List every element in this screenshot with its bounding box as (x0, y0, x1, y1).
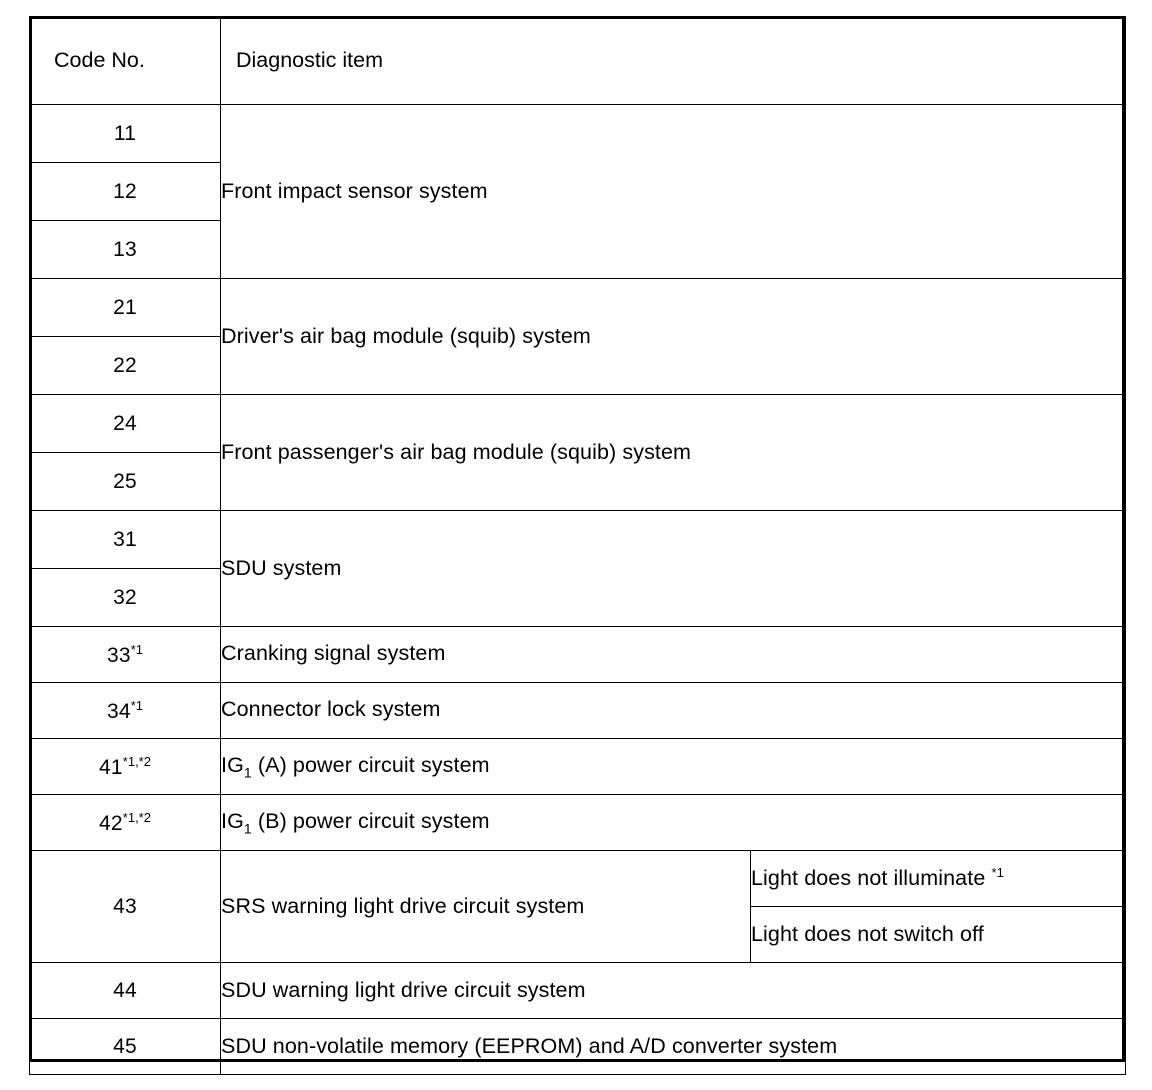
code-cell: 44 (29, 962, 221, 1019)
code-cell: 42*1,*2 (29, 794, 221, 851)
diagnostic-item-cell: SDU system (219, 510, 1127, 627)
table-header-row: Code No. Diagnostic item (29, 16, 1127, 105)
diagnostic-item-cell: IG1 (A) power circuit system (219, 738, 1127, 795)
code-cell: 24 (29, 394, 221, 453)
item-subscript: 1 (243, 820, 252, 837)
table-row: 34*1 Connector lock system (29, 682, 1127, 739)
diagnostic-item-cell: SDU warning light drive circuit system (219, 962, 1127, 1019)
header-code-no: Code No. (29, 16, 221, 105)
code-footnote-marker: *1,*2 (122, 809, 151, 825)
diagnostic-item-cell: Front impact sensor system (219, 104, 1127, 279)
code-footnote-marker: *1 (130, 641, 144, 657)
code-cell: 25 (29, 452, 221, 511)
table-row: 42*1,*2 IG1 (B) power circuit system (29, 794, 1127, 851)
detail-text: Light does not switch off (751, 922, 984, 947)
diagnostic-detail-cell: Light does not illuminate *1 (749, 850, 1127, 907)
code-value: 33 (106, 643, 131, 667)
diagnostic-item-cell: Front passenger's air bag module (squib)… (219, 394, 1127, 511)
table-row: 13 (29, 220, 1126, 279)
code-cell: 21 (29, 278, 221, 337)
table-row: 11 Front impact sensor system (29, 104, 1127, 279)
code-cell: 13 (29, 220, 221, 279)
code-cell: 11 (29, 104, 221, 163)
item-suffix: (A) power circuit system (251, 752, 490, 777)
code-cell: 45 (29, 1018, 221, 1075)
diagnostic-item-cell: SDU non-volatile memory (EEPROM) and A/D… (219, 1018, 1127, 1075)
table-row: 21 Driver's air bag module (squib) syste… (29, 278, 1127, 395)
code-cell: 22 (29, 336, 221, 395)
code-cell: 33*1 (29, 626, 221, 683)
diagnostic-item-cell: Driver's air bag module (squib) system (219, 278, 1127, 395)
item-subscript: 1 (243, 764, 252, 781)
code-cell: 34*1 (29, 682, 221, 739)
item-text: IG (221, 752, 244, 777)
table-row: Light does not switch off (30, 906, 1127, 963)
detail-text: Light does not illuminate (751, 866, 992, 891)
diagnostic-item-cell: Connector lock system (219, 682, 1127, 739)
code-cell: 32 (29, 568, 221, 627)
item-text: Connector lock system (221, 696, 441, 721)
diagnostic-trouble-code-table: Code No. Diagnostic item 11 Front impact… (29, 16, 1127, 1075)
diagnostic-item-cell: Cranking signal system (219, 626, 1127, 683)
code-footnote-marker: *1 (130, 697, 144, 713)
table-row: 44 SDU warning light drive circuit syste… (29, 962, 1127, 1019)
code-cell: 31 (29, 510, 221, 569)
code-value: 34 (106, 699, 131, 723)
code-cell: 12 (29, 162, 221, 221)
table-row: 31 SDU system (29, 510, 1127, 627)
table-row: 33*1 Cranking signal system (29, 626, 1127, 683)
header-diagnostic-item: Diagnostic item (219, 16, 1127, 105)
table-row: 12 (29, 162, 1126, 221)
item-suffix: (B) power circuit system (251, 808, 490, 833)
code-value: 42 (99, 811, 123, 835)
code-cell: 41*1,*2 (29, 738, 221, 795)
table-row: 41*1,*2 IG1 (A) power circuit system (29, 738, 1127, 795)
diagnostic-detail-cell: Light does not switch off (749, 906, 1127, 963)
detail-footnote-marker: *1 (991, 865, 1004, 881)
table-row: 25 (29, 452, 1126, 511)
diagnostic-item-cell: SRS warning light drive circuit system (220, 850, 751, 963)
table-row: 45 SDU non-volatile memory (EEPROM) and … (29, 1018, 1127, 1075)
code-value: 41 (99, 755, 123, 779)
code-cell: 43 (29, 850, 221, 963)
code-footnote-marker: *1,*2 (122, 753, 151, 769)
item-text: Cranking signal system (221, 640, 446, 665)
table-row: 43 SRS warning light drive circuit syste… (29, 850, 1127, 963)
item-text: IG (221, 808, 244, 833)
table-row: 32 (29, 568, 1126, 627)
table-row: 24 Front passenger's air bag module (squ… (29, 394, 1127, 511)
diagnostic-item-cell: IG1 (B) power circuit system (219, 794, 1127, 851)
